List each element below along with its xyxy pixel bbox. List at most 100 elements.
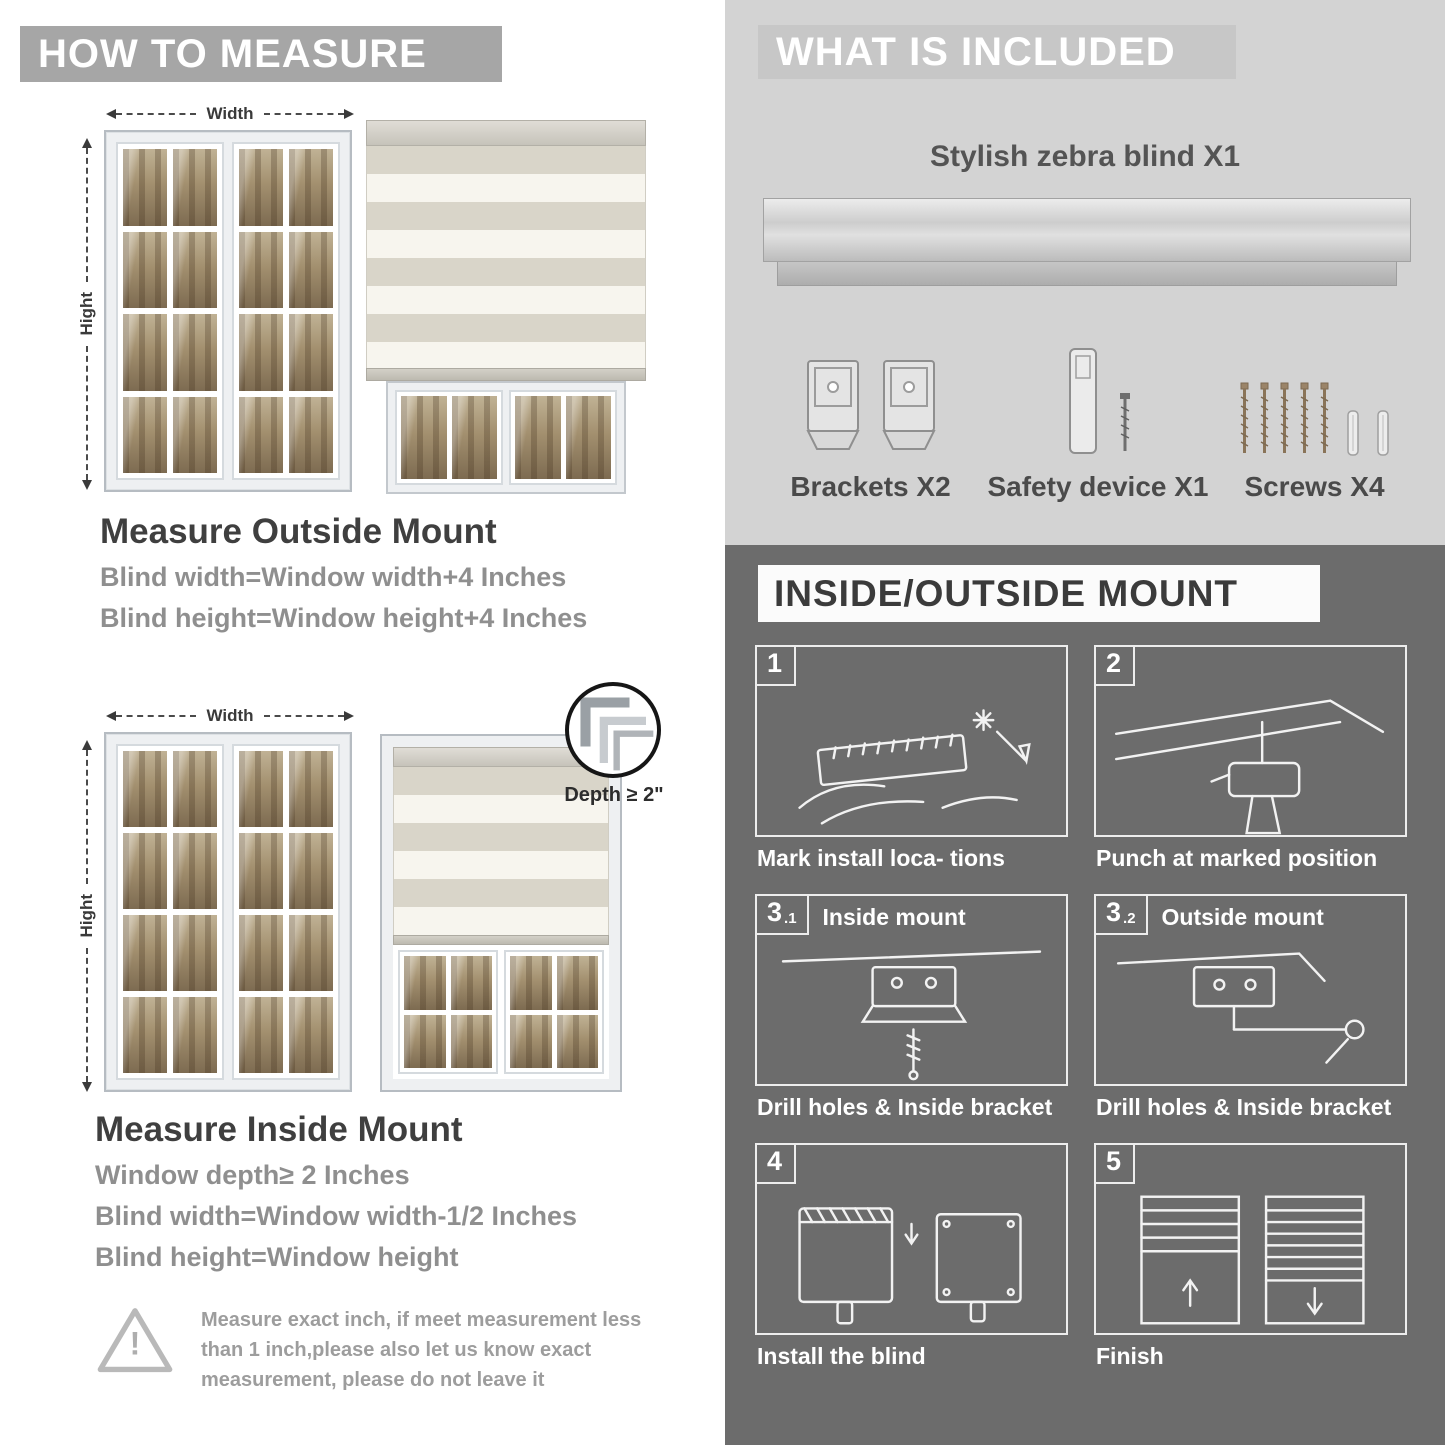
- arrow-down-icon: [82, 1082, 92, 1092]
- blind-bottom-rail: [366, 368, 646, 381]
- how-to-measure-section: HOW TO MEASURE Width Hight: [0, 0, 722, 1445]
- step-number: 2: [1096, 647, 1136, 686]
- inside-mount-figure: Width Hight: [77, 682, 668, 1100]
- mount-banner: INSIDE/OUTSIDE MOUNT: [758, 565, 1320, 622]
- inside-mount-title: Measure Inside Mount: [95, 1110, 463, 1149]
- step-4: 4: [755, 1143, 1068, 1386]
- screws-label: Screws X4: [1244, 471, 1385, 502]
- arrow-up-icon: [82, 740, 92, 750]
- right-section: WHAT IS INCLUDED Stylish zebra blind X1: [722, 0, 1445, 1445]
- step-1-caption: Mark install loca- tions: [757, 845, 1005, 871]
- arrow-up-icon: [82, 138, 92, 148]
- inside-mount-line-3: Blind height=Window height: [95, 1242, 459, 1272]
- window-below-blind: [393, 945, 609, 1079]
- brackets-label: Brackets X2: [790, 471, 951, 502]
- window-corner-zoom-icon: [580, 697, 654, 771]
- step-5-panel: 5: [1094, 1143, 1407, 1335]
- note-text: Measure exact inch, if meet measurement …: [201, 1309, 642, 1391]
- step-5: 5: [1094, 1143, 1407, 1386]
- width-label: Width: [206, 104, 254, 123]
- screw-icon: [1320, 382, 1329, 453]
- outside-mount-line-2: Blind height=Window height+4 Inches: [100, 603, 588, 633]
- mount-steps-grid: 1: [755, 645, 1407, 1386]
- safety-device-icon: [1069, 348, 1097, 454]
- what-is-included-banner: WHAT IS INCLUDED: [758, 25, 1236, 79]
- step-number: 5: [1096, 1145, 1136, 1184]
- outside-bracket-illustration: [1116, 952, 1365, 1064]
- drill-illustration: [1114, 699, 1385, 835]
- screw-icon: [1240, 382, 1249, 453]
- bracket-icon: [805, 360, 860, 450]
- mount-title: INSIDE/OUTSIDE MOUNT: [774, 572, 1239, 614]
- screw-icon: [1280, 382, 1289, 453]
- window-below-blind: [386, 381, 626, 494]
- blind-stripes: [393, 767, 609, 935]
- width-label: Width: [206, 706, 254, 725]
- step-3-1-title: Inside mount: [822, 904, 966, 930]
- zebra-blind-headrail-illustration: [763, 198, 1411, 262]
- width-arrow: Width: [106, 104, 354, 124]
- step-3-1-caption: Drill holes & Inside bracket: [757, 1094, 1053, 1120]
- hardware-row: Brackets X2 Safety dev: [763, 322, 1411, 503]
- mount-instructions-section: INSIDE/OUTSIDE MOUNT 1: [722, 545, 1445, 1445]
- step-2-panel: 2: [1094, 645, 1407, 837]
- height-label: Hight: [77, 894, 96, 938]
- screw-icon: [1260, 382, 1269, 453]
- what-is-included-section: WHAT IS INCLUDED Stylish zebra blind X1: [722, 0, 1445, 545]
- what-is-included-title: WHAT IS INCLUDED: [776, 29, 1176, 74]
- step-number: 3.1: [757, 896, 809, 935]
- height-label: Hight: [77, 292, 96, 336]
- inside-mount-line-1: Window depth≥ 2 Inches: [95, 1160, 410, 1190]
- step-3-1-panel: 3.1 Inside mount: [755, 894, 1068, 1086]
- product-label: Stylish zebra blind X1: [929, 140, 1241, 173]
- outside-mount-title: Measure Outside Mount: [100, 512, 497, 551]
- how-to-measure-title: HOW TO MEASURE: [38, 31, 427, 76]
- step-2: 2: [1094, 645, 1407, 888]
- window-sash: [232, 142, 340, 480]
- screw-icon: [1120, 393, 1130, 451]
- install-blind-illustration: [798, 1207, 1022, 1325]
- step-3-2-caption: Drill holes & Inside bracket: [1096, 1094, 1392, 1120]
- bracket-icon: [881, 360, 936, 450]
- wall-anchor-icon: [1347, 410, 1359, 456]
- safety-device-group: Safety device X1: [978, 322, 1218, 503]
- blind-headrail: [366, 120, 646, 146]
- step-3-2-panel: 3.2 Outside mount: [1094, 894, 1407, 1086]
- blind-stripes: [366, 146, 646, 368]
- inside-mount-window-illustration: [380, 734, 622, 1092]
- inside-mount-line-2: Blind width=Window width-1/2 Inches: [95, 1201, 578, 1231]
- step-3-2-title: Outside mount: [1161, 904, 1324, 930]
- arrow-left-icon: [106, 711, 116, 721]
- blind-bottom-rail: [393, 935, 609, 945]
- step-1-panel: 1: [755, 645, 1068, 837]
- screw-icon: [1300, 382, 1309, 453]
- depth-callout-circle: [565, 682, 661, 778]
- arrow-down-icon: [82, 480, 92, 490]
- how-to-measure-banner: HOW TO MEASURE: [20, 26, 502, 82]
- step-4-caption: Install the blind: [757, 1343, 926, 1369]
- outside-mount-blind-illustration: [366, 120, 646, 494]
- mark-location-illustration: [798, 709, 1031, 825]
- window-pane: [123, 149, 167, 226]
- screws-group: Screws X4: [1218, 322, 1411, 503]
- wall-anchor-icon: [1377, 410, 1389, 456]
- step-number: 4: [757, 1145, 797, 1184]
- warning-triangle-icon: !: [95, 1305, 175, 1377]
- zebra-blind-headrail-lip: [777, 262, 1397, 286]
- height-arrow: Hight: [74, 740, 100, 1092]
- arrow-right-icon: [344, 109, 354, 119]
- bare-window-illustration: [104, 130, 352, 492]
- step-5-caption: Finish: [1096, 1343, 1164, 1369]
- measurement-note: ! Measure exact inch, if meet measuremen…: [95, 1305, 645, 1395]
- step-number: 3.2: [1096, 896, 1148, 935]
- arrow-left-icon: [106, 109, 116, 119]
- outside-mount-figure: Width Hight: [77, 100, 653, 500]
- step-1: 1: [755, 645, 1068, 888]
- height-arrow: Hight: [74, 138, 100, 490]
- outside-mount-line-1: Blind width=Window width+4 Inches: [100, 562, 567, 592]
- step-number: 1: [757, 647, 797, 686]
- exclamation-mark: !: [129, 1325, 141, 1362]
- step-2-caption: Punch at marked position: [1096, 845, 1378, 871]
- step-3-2: 3.2 Outside mount: [1094, 894, 1407, 1137]
